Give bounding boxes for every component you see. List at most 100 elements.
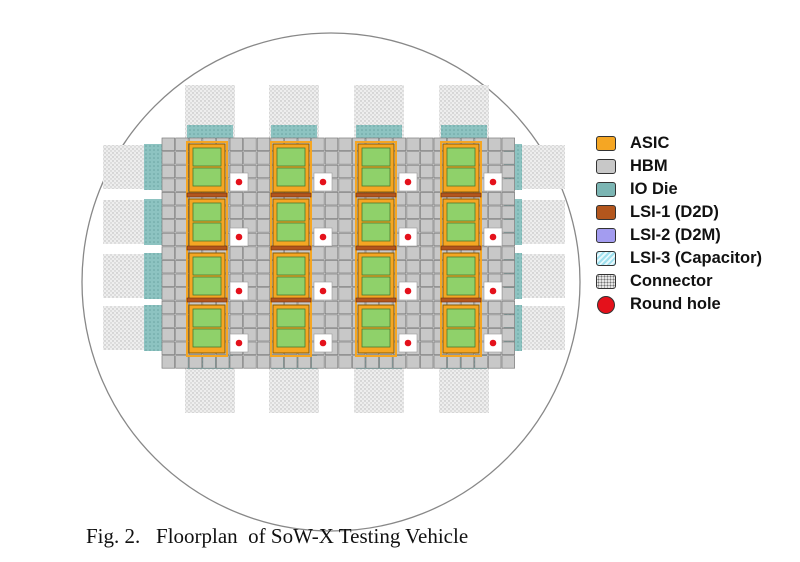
hbm-die [229, 246, 243, 260]
hbm-die [338, 192, 352, 206]
round-hole [404, 178, 412, 186]
asic-core [276, 276, 306, 296]
hbm-die [229, 205, 243, 219]
hbm-swatch-icon [596, 159, 616, 174]
hbm-die [161, 219, 175, 233]
asic-core [192, 222, 222, 242]
hbm-die [324, 205, 339, 219]
hbm-die [488, 314, 502, 328]
hbm-die [501, 287, 515, 301]
hbm-die [161, 300, 175, 315]
lsi1-bridge [440, 192, 482, 198]
hbm-die [324, 355, 339, 369]
hbm-die [420, 355, 434, 369]
asic-core [446, 222, 476, 242]
hbm-die [229, 314, 243, 328]
hbm-die [161, 355, 175, 369]
hbm-die [488, 151, 502, 165]
hbm-die [256, 328, 271, 342]
hbm-die [161, 151, 175, 165]
io-die-swatch-icon [596, 182, 616, 197]
hbm-die [256, 260, 271, 274]
hbm-die [243, 314, 257, 328]
hbm-die [229, 151, 243, 165]
hbm-die [216, 355, 230, 369]
asic-core [361, 328, 391, 348]
lsi1-swatch-icon [596, 205, 616, 220]
io-die [144, 199, 162, 245]
hbm-die [256, 192, 271, 206]
asic-swatch-icon [596, 136, 616, 151]
round-hole [235, 233, 243, 241]
hbm-die [420, 328, 434, 342]
hbm-die [420, 151, 434, 165]
hbm-die [229, 137, 243, 151]
hbm-die [420, 287, 434, 301]
asic-core [276, 202, 306, 222]
hbm-die [420, 205, 434, 219]
hbm-die [311, 314, 325, 328]
hbm-die [175, 151, 189, 165]
hbm-die [338, 341, 352, 355]
io-die [144, 144, 162, 190]
hbm-die [256, 355, 271, 369]
hbm-die [256, 178, 271, 192]
hbm-die [501, 341, 515, 355]
hbm-die [256, 205, 271, 219]
hbm-die [161, 246, 175, 260]
lsi1-bridge [440, 245, 482, 251]
hbm-die [488, 205, 502, 219]
asic-core [192, 202, 222, 222]
hbm-die [256, 300, 271, 315]
hbm-die [256, 273, 271, 287]
hbm-die [420, 314, 434, 328]
hbm-die [338, 328, 352, 342]
legend-item-round-hole: Round hole [596, 293, 762, 316]
legend-item-io-die: IO Die [596, 178, 762, 201]
legend-label-lsi2: LSI-2 (D2M) [630, 226, 721, 244]
round-hole [404, 287, 412, 295]
hbm-die [161, 137, 175, 151]
hbm-die [175, 314, 189, 328]
hbm-die [420, 192, 434, 206]
hbm-die [175, 273, 189, 287]
hbm-die [365, 355, 379, 369]
hbm-die [501, 151, 515, 165]
hbm-die [311, 355, 325, 369]
hbm-die [501, 192, 515, 206]
hbm-die [175, 137, 189, 151]
hbm-die [420, 232, 434, 247]
hbm-die [175, 287, 189, 301]
hbm-die [297, 355, 311, 369]
hbm-die [352, 355, 366, 369]
connector-swatch-icon [596, 274, 616, 289]
legend-item-hbm: HBM [596, 155, 762, 178]
hbm-die [311, 260, 325, 274]
hbm-die [338, 164, 352, 179]
hbm-die [338, 287, 352, 301]
hbm-die [175, 232, 189, 247]
hbm-die [311, 300, 325, 315]
wafer-outline [81, 32, 581, 532]
hbm-die [501, 178, 515, 192]
asic-core [361, 147, 391, 167]
lsi1-bridge [440, 297, 482, 303]
lsi1-bridge [270, 297, 312, 303]
round-hole [235, 178, 243, 186]
lsi1-bridge [186, 192, 228, 198]
legend-label-connector: Connector [630, 272, 713, 290]
lsi1-bridge [355, 297, 397, 303]
asic-core [276, 222, 306, 242]
hbm-die [161, 328, 175, 342]
round-hole [489, 287, 497, 295]
hbm-die [229, 260, 243, 274]
legend-label-lsi3: LSI-3 (Capacitor) [630, 249, 763, 267]
legend-label-round-hole: Round hole [630, 295, 721, 313]
hbm-die [474, 355, 488, 369]
hbm-die [256, 246, 271, 260]
hbm-die [161, 314, 175, 328]
hbm-die [406, 260, 420, 274]
hbm-die [175, 300, 189, 315]
asic-core [446, 147, 476, 167]
hbm-die [501, 219, 515, 233]
